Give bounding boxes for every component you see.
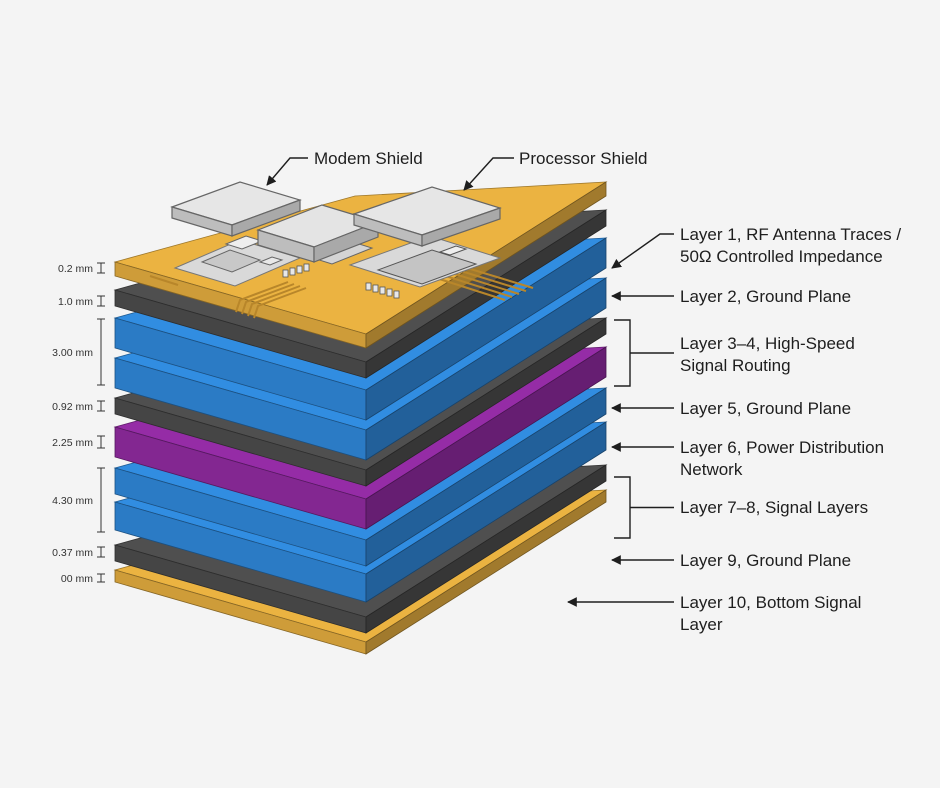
modem-shield-label: Modem Shield [314, 149, 423, 168]
dimension-7: 0.37 mm [52, 546, 105, 559]
layer-label-7: Layer 9, Ground Plane [611, 551, 851, 570]
layer-label-line: Layer 2, Ground Plane [680, 287, 851, 306]
dimension-2: 1.0 mm [58, 295, 105, 308]
processor-shield [352, 186, 502, 247]
modem-shield [170, 181, 302, 237]
layer-label-line: Layer 1, RF Antenna Traces / [680, 225, 901, 244]
passive-left [258, 256, 284, 266]
layer-label-line: Layer 10, Bottom Signal [680, 593, 861, 612]
processor-shield-callout: Processor Shield [463, 149, 648, 191]
dimension-label: 3.00 mm [52, 347, 93, 359]
processor-chip [376, 249, 478, 285]
layer-label-4: Layer 5, Ground Plane [611, 399, 851, 418]
chip-small-right [438, 245, 468, 256]
layer-label-line: Layer 5, Ground Plane [680, 399, 851, 418]
layer-label-line: Network [680, 460, 743, 479]
layer-stack [113, 181, 608, 655]
layer-label-6: Layer 7–8, Signal Layers [614, 476, 868, 539]
layer-label-1: Layer 1, RF Antenna Traces / 50Ω Controll… [611, 225, 901, 269]
layer-label-line: 50Ω Controlled Impedance [680, 247, 883, 266]
dimension-6: 4.30 mm [52, 467, 105, 533]
dimension-label: 0.37 mm [52, 547, 93, 559]
chip-left [200, 249, 262, 273]
dimension-label: 1.0 mm [58, 296, 93, 308]
dimension-label: 00 mm [61, 573, 93, 585]
layer-label-2: Layer 2, Ground Plane [611, 287, 851, 306]
layer-label-line: Layer 6, Power Distribution [680, 438, 884, 457]
modem-shield-callout: Modem Shield [266, 149, 423, 186]
dimension-3: 3.00 mm [52, 318, 105, 386]
dimension-8: 00 mm [61, 573, 105, 585]
processor-shield-label: Processor Shield [519, 149, 648, 168]
dimension-1: 0.2 mm [58, 262, 105, 275]
dimension-5: 2.25 mm [52, 435, 105, 449]
dimension-label: 0.2 mm [58, 263, 93, 275]
layer-label-line: Layer [680, 615, 723, 634]
dimension-label: 0.92 mm [52, 401, 93, 413]
dimension-4: 0.92 mm [52, 400, 105, 413]
layer-label-line: Layer 9, Ground Plane [680, 551, 851, 570]
layer-labels: Layer 1, RF Antenna Traces / 50Ω Controll… [567, 225, 901, 634]
layer-label-line: Signal Routing [680, 356, 791, 375]
dimension-label: 2.25 mm [52, 437, 93, 449]
layer-label-line: Layer 3–4, High-Speed [680, 334, 855, 353]
passive-row [282, 263, 400, 299]
dimension-label: 4.30 mm [52, 495, 93, 507]
thickness-dimensions: 0.2 mm 1.0 mm 3.00 mm 0.92 mm 2.25 mm 4.30 mm… [52, 262, 105, 585]
layer-label-line: Layer 7–8, Signal Layers [680, 498, 868, 517]
